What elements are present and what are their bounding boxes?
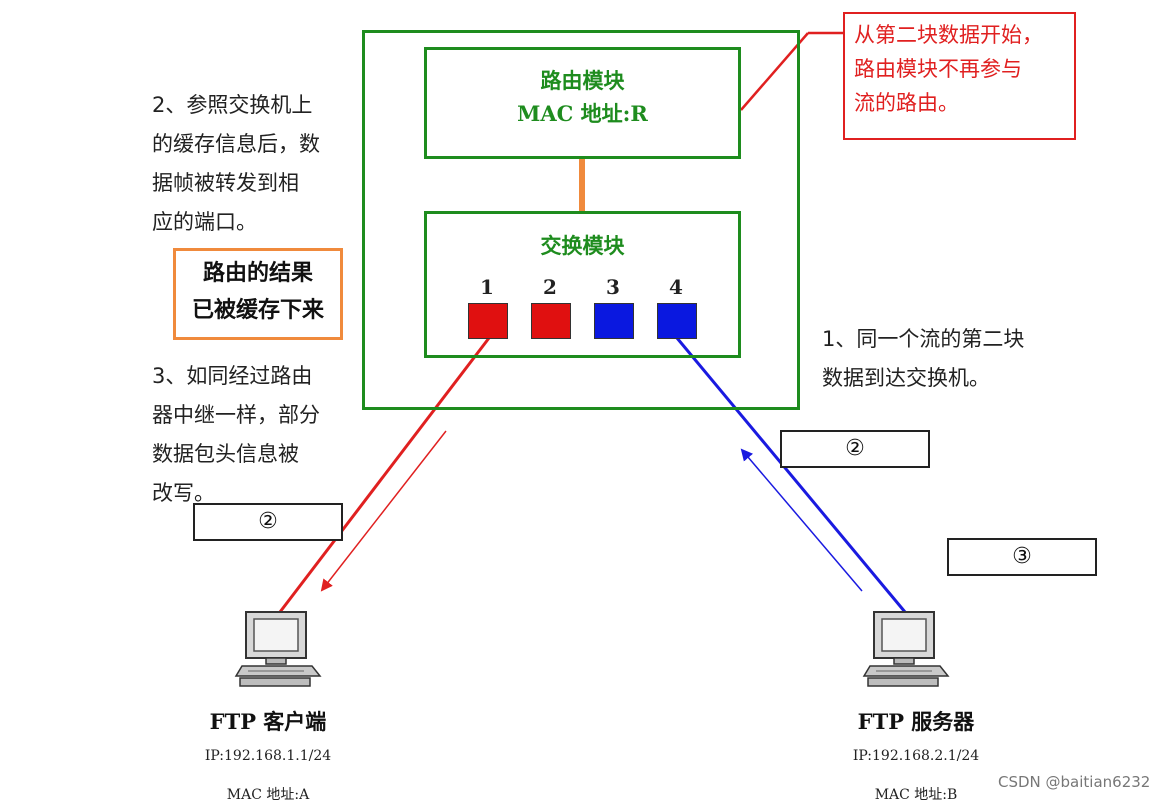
step3-note: 3、如同经过路由 器中继一样，部分 数据包头信息被 改写。 [152,357,320,513]
step2-line-1: 2、参照交换机上 [152,93,313,117]
cache-result-box: 路由的结果 已被缓存下来 [173,248,343,340]
step2-line-3: 据帧被转发到相 [152,171,299,195]
watermark: CSDN @baitian6232 [998,773,1151,791]
port-label-2: 2 [543,275,557,299]
red-note-line-2: 路由模块不再参与 [854,57,1022,81]
router-module-title: 路由模块 [540,68,625,93]
server-ip: IP:192.168.2.1/24 [852,748,980,764]
step3-line-2: 器中继一样，部分 [152,403,320,427]
switch-module: 交换模块 [424,211,741,358]
red-callout-note: 从第二块数据开始， 路由模块不再参与 流的路由。 [843,12,1076,140]
server-flow-arrow [740,448,863,592]
switch-module-title: 交换模块 [540,233,625,258]
step2-line-4: 应的端口。 [152,210,257,234]
step1-line-1: 1、同一个流的第二块 [822,327,1025,351]
client-computer-icon [234,611,322,687]
cache-line-1: 路由的结果 [202,261,313,286]
red-note-line-3: 流的路由。 [854,91,959,115]
marker-right-2: ② [780,430,930,468]
server-title: FTP 服务器 [857,709,975,734]
marker-right-3: ③ [947,538,1097,576]
port-label-4: 4 [669,275,683,299]
port-label-1: 1 [480,275,494,299]
step1-line-2: 数据到达交换机。 [822,366,990,390]
client-mac: MAC 地址:A [226,787,310,803]
step3-line-4: 改写。 [152,481,215,505]
port-4 [657,303,697,339]
port-2 [531,303,571,339]
server-cable [675,337,907,613]
port-3 [594,303,634,339]
step3-line-1: 3、如同经过路由 [152,364,313,388]
step3-line-3: 数据包头信息被 [152,442,299,466]
port-1 [468,303,508,339]
client-ip: IP:192.168.1.1/24 [204,748,332,764]
step2-note: 2、参照交换机上 的缓存信息后，数 据帧被转发到相 应的端口。 [152,86,320,242]
cache-line-2: 已被缓存下来 [191,298,324,323]
step2-line-2: 的缓存信息后，数 [152,132,320,156]
layer3-switch-box [362,30,800,410]
red-note-line-1: 从第二块数据开始， [854,23,1043,47]
marker-left-2: ② [193,503,343,541]
red-note-connector [740,32,809,111]
router-module: 路由模块 MAC 地址:R [424,47,741,159]
port-label-3: 3 [606,275,620,299]
router-module-mac: MAC 地址:R [517,101,648,126]
server-computer-icon [862,611,950,687]
step1-note: 1、同一个流的第二块 数据到达交换机。 [822,320,1024,398]
client-cable [278,337,491,613]
client-flow-arrow [320,430,447,592]
client-title: FTP 客户端 [209,709,327,734]
